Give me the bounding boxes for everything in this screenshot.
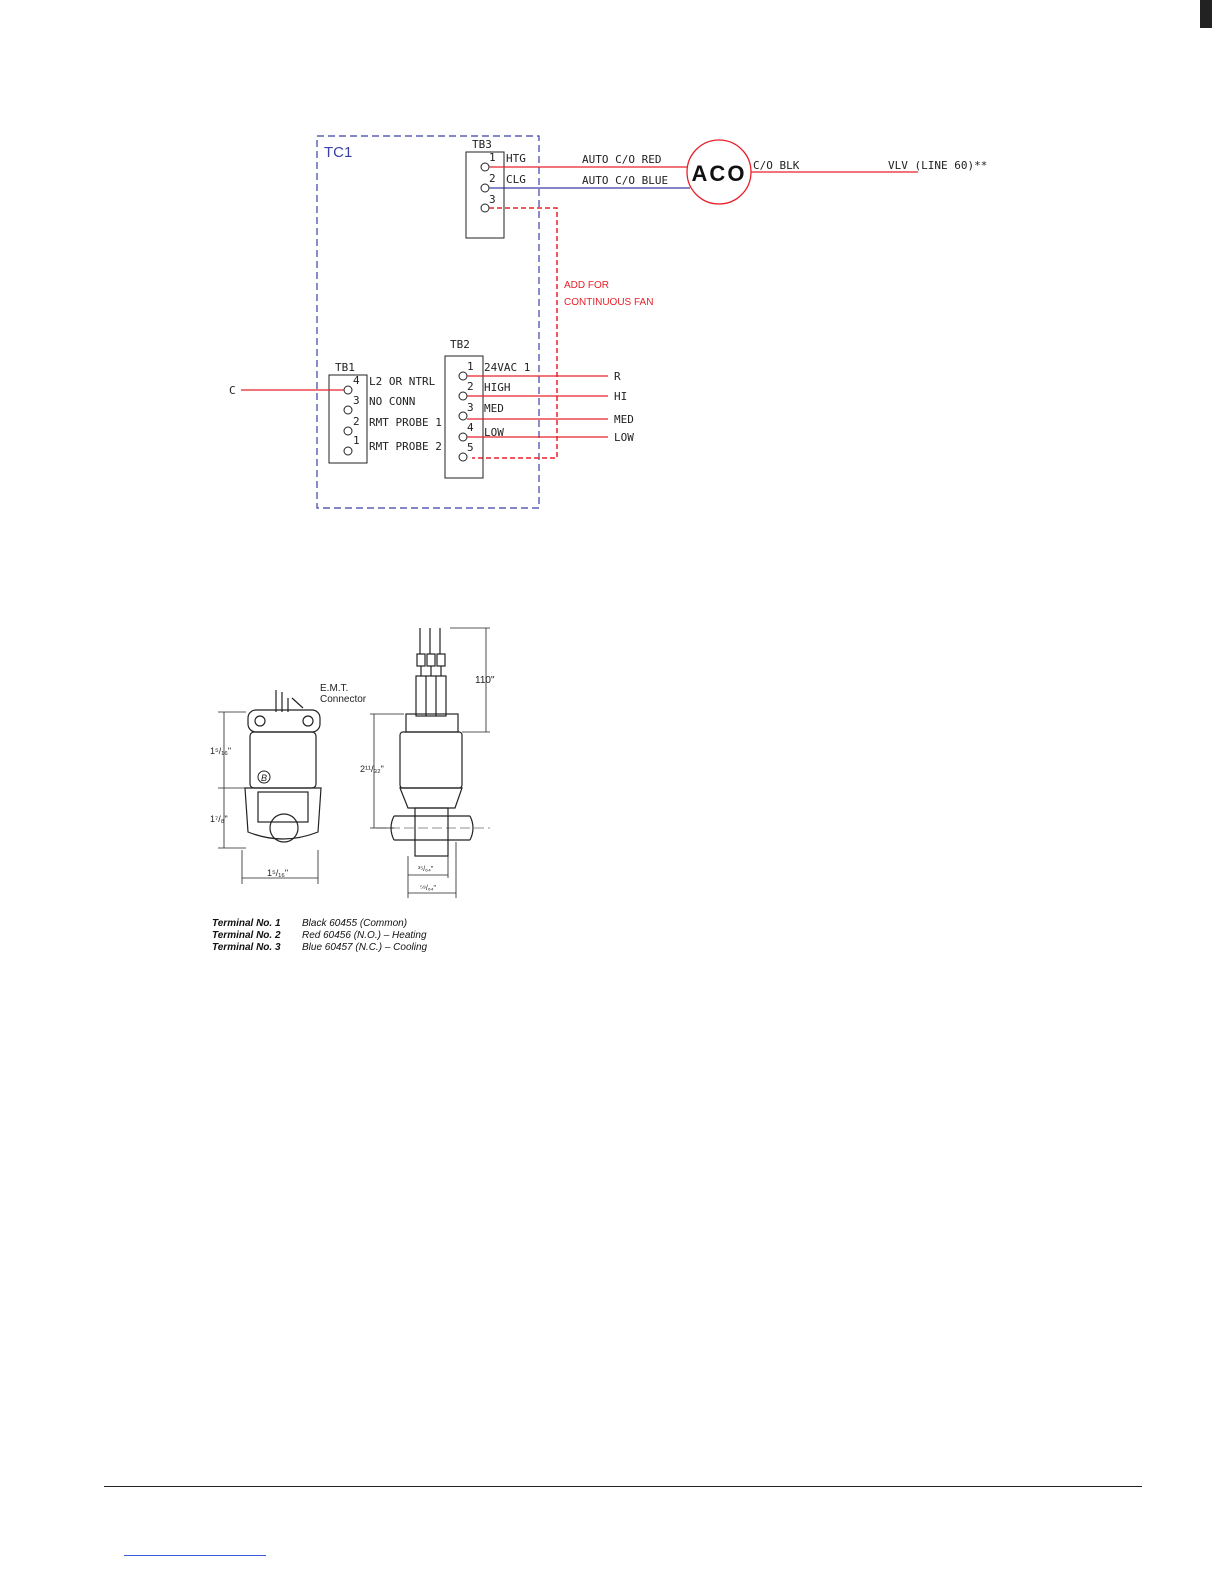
legend-row: Terminal No. 3 Blue 60457 (N.C.) – Cooli… — [212, 942, 427, 954]
wire-auto-red-label: AUTO C/O RED — [582, 153, 661, 166]
footer-rule — [104, 1486, 1142, 1487]
out-label-low: LOW — [614, 431, 634, 444]
tb2-num-3: 3 — [467, 401, 474, 414]
tb1-terminal-1 — [343, 446, 353, 456]
tb1-name-1: RMT PROBE 2 — [369, 440, 442, 453]
tb2-terminal-4 — [458, 432, 468, 442]
legend-value: Blue 60457 (N.C.) – Cooling — [302, 942, 428, 953]
dim-side-small2: ⁵⁹/₆₄" — [420, 885, 437, 892]
footer-link[interactable] — [124, 1555, 266, 1556]
tb2-num-1: 1 — [467, 360, 474, 373]
dim-left-bot: 1⁷/₈" — [210, 814, 228, 824]
tb1-num-2: 2 — [353, 415, 360, 428]
tb2-name-1: 24VAC 1 — [484, 361, 530, 374]
tb2-block — [444, 355, 484, 479]
tb2-num-4: 4 — [467, 421, 474, 434]
tb1-num-4: 4 — [353, 374, 360, 387]
tb1-name-4: L2 OR NTRL — [369, 375, 436, 388]
aco-label: ACO — [692, 161, 747, 186]
tc1-enclosure — [316, 135, 540, 509]
wire-auto-blue-label: AUTO C/O BLUE — [582, 174, 668, 187]
continuous-fan-wire — [472, 207, 558, 459]
tb3-num-3: 3 — [489, 193, 496, 206]
out-label-r: R — [614, 370, 621, 383]
tb3-num-2: 2 — [489, 172, 496, 185]
tb1-num-1: 1 — [353, 434, 360, 447]
tb1-label: TB1 — [335, 361, 355, 374]
tb3-block — [465, 151, 505, 239]
legend-key: Terminal No. 2 — [212, 930, 281, 941]
tb1-num-3: 3 — [353, 394, 360, 407]
tb1-terminal-3 — [343, 405, 353, 415]
legend-key: Terminal No. 3 — [212, 942, 281, 953]
dim-left-top: 1⁵/₁₆" — [210, 746, 231, 756]
tb1-terminal-4 — [343, 385, 353, 395]
page-corner-mark — [1200, 0, 1212, 28]
dim-110: 110" — [475, 675, 495, 686]
tb3-name-2: CLG — [506, 173, 526, 186]
emt-label-2: Connector — [320, 694, 367, 705]
valve-side-view — [370, 627, 490, 898]
tb2-name-4: LOW — [484, 426, 504, 439]
tb2-terminal-5 — [458, 452, 468, 462]
tc1-label: TC1 — [324, 144, 352, 161]
legend-row: Terminal No. 1 Black 60455 (Common) — [212, 918, 427, 930]
tb1-terminal-2 — [343, 426, 353, 436]
tb3-terminal-2 — [480, 183, 490, 193]
tb2-terminal-1 — [458, 371, 468, 381]
tb3-name-1: HTG — [506, 152, 526, 165]
tb2-label: TB2 — [450, 338, 470, 351]
wire-co-blk-label: C/O BLK — [753, 159, 800, 172]
vlv-label: VLV (LINE 60)** — [888, 159, 987, 172]
terminal-legend: Terminal No. 1 Black 60455 (Common) Term… — [212, 918, 427, 954]
tb3-num-1: 1 — [489, 151, 496, 164]
valve-front-view — [218, 690, 322, 884]
tb2-name-2: HIGH — [484, 381, 511, 394]
badge-circle — [257, 770, 271, 784]
badge-text: B — [261, 773, 267, 783]
tb1-name-2: RMT PROBE 1 — [369, 416, 442, 429]
tb2-num-2: 2 — [467, 380, 474, 393]
legend-row: Terminal No. 2 Red 60456 (N.O.) – Heatin… — [212, 930, 427, 942]
dim-side-height: 2¹¹/₃₂" — [360, 764, 384, 774]
tb2-name-3: MED — [484, 402, 504, 415]
add-for-label-1: ADD FOR — [564, 280, 609, 291]
out-label-med: MED — [614, 413, 634, 426]
legend-value: Red 60456 (N.O.) – Heating — [302, 930, 427, 941]
legend-key: Terminal No. 1 — [212, 918, 281, 929]
out-label-hi: HI — [614, 390, 627, 403]
legend-value: Black 60455 (Common) — [302, 918, 408, 929]
tb2-num-5: 5 — [467, 441, 474, 454]
c-label: C — [229, 384, 236, 397]
tb3-label: TB3 — [472, 138, 492, 151]
tb2-terminal-2 — [458, 391, 468, 401]
dim-side-small1: ³⁵/₆₄" — [418, 866, 434, 873]
tb2-terminal-3 — [458, 411, 468, 421]
tb3-terminal-3 — [480, 203, 490, 213]
dim-bottom-width: 1⁵/₁₆" — [267, 868, 288, 878]
tb3-terminal-1 — [480, 162, 490, 172]
add-for-label-2: CONTINUOUS FAN — [564, 297, 653, 308]
tb1-name-3: NO CONN — [369, 395, 415, 408]
tb1-block — [328, 374, 368, 464]
emt-label-1: E.M.T. — [320, 683, 348, 694]
